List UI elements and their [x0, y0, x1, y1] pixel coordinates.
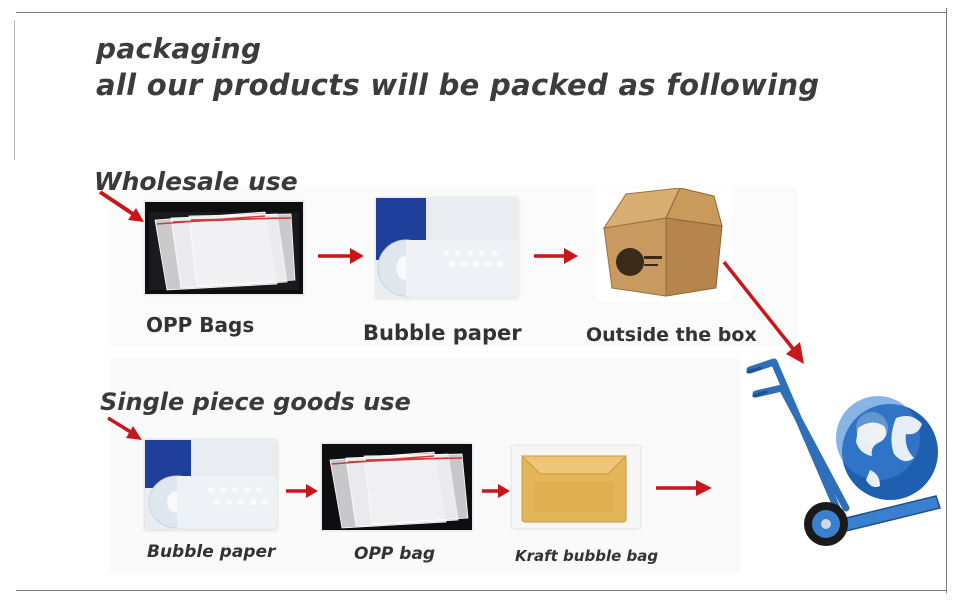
hand-trolley-globe-illustration [0, 0, 960, 600]
